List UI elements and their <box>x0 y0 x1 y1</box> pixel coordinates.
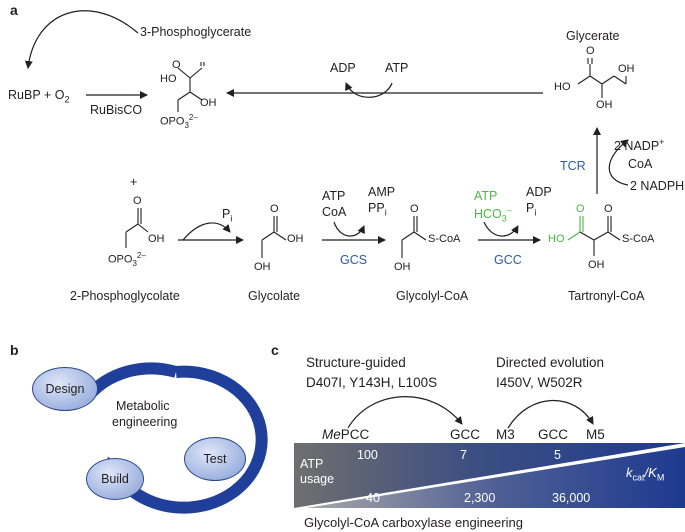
molecule-structures <box>125 58 627 258</box>
label-3-phosphoglycerate: 3-Phosphoglycerate <box>140 25 252 39</box>
atp-value-m3: 7 <box>460 448 467 462</box>
atom-o-glycolyl: O <box>410 203 419 215</box>
panel-label-a: a <box>10 2 18 18</box>
gcc-cofactor-curve <box>483 221 519 237</box>
label-m3: M3 <box>496 427 515 442</box>
atom-o-glycolate: O <box>270 203 279 215</box>
directed-evolution-arc <box>507 399 594 429</box>
label-glycerate: Glycerate <box>566 29 620 43</box>
kcat-value-m3: 2,300 <box>464 491 496 505</box>
atom-oh-pg: OH <box>148 233 165 245</box>
atom-ho-glycerate: HO <box>554 81 571 93</box>
structure-glycolyl-coa <box>401 216 427 258</box>
atom-o-tartronyl-green: O <box>576 203 585 215</box>
atp-value-mepcc: 100 <box>357 448 378 462</box>
dbtl-cycle <box>87 362 268 514</box>
atom-oh-glycerate-2: OH <box>618 63 635 75</box>
cycle-center-line1: Metabolic <box>116 399 170 413</box>
panel-a-arrows <box>24 10 629 244</box>
atom-oh-3pg: OH <box>200 97 217 109</box>
opo3-pg: OPO32– <box>108 251 146 268</box>
enzyme-gcs: GCS <box>340 253 368 267</box>
atom-oh-glycolyl: OH <box>394 261 411 273</box>
nadph-curve <box>608 139 629 186</box>
node-design: Design <box>32 367 98 411</box>
gcs-cofactor-curve <box>333 221 365 237</box>
label-mepcc: MePCC <box>322 427 370 442</box>
atom-o-tartronyl: O <box>604 203 613 215</box>
atp-usage-wedge <box>294 443 685 508</box>
label-glycolate: Glycolate <box>248 289 301 303</box>
label-kcat-km: kcat/KM <box>626 465 665 483</box>
recycle-arc-arrow <box>24 10 139 69</box>
atom-ho-tartronyl: HO <box>548 233 565 245</box>
node-build: Build <box>86 458 144 500</box>
kcat-value-m5: 36,000 <box>552 491 591 505</box>
label-structure-guided: Structure-guided <box>306 355 406 370</box>
label-gcc-adp: ADP <box>526 185 552 199</box>
atp-adp-curve <box>345 82 393 98</box>
cycle-center-line2: engineering <box>112 415 178 429</box>
label-gcc-hco3: HCO3– <box>474 205 512 224</box>
label-rubisco: RuBisCO <box>90 103 143 117</box>
caption-panel-c: Glycolyl-CoA carboxylase engineering <box>304 515 523 530</box>
label-gcc-pi: Pi <box>526 201 537 218</box>
label-gcs-atp: ATP <box>322 189 346 203</box>
enzyme-tcr: TCR <box>560 159 586 173</box>
label-mutations-de: I450V, W502R <box>496 375 583 390</box>
label-atp-usage-1: ATP <box>300 457 324 471</box>
label-gcs-coa: CoA <box>322 205 347 219</box>
label-atp: ATP <box>385 61 409 75</box>
label-atp-usage-2: usage <box>300 472 335 486</box>
atom-oh-tartronyl: OH <box>588 259 605 271</box>
label-pi-1: Pi <box>222 207 233 224</box>
atom-oh-glycolate-1: OH <box>287 233 304 245</box>
atom-o-glycerate: O <box>586 45 595 57</box>
label-mutations-sg: D407I, Y143H, L100S <box>306 375 438 390</box>
label-gcs-ppi: PPi <box>368 201 387 218</box>
pi-release-curve <box>182 222 231 241</box>
label-nadph-in: 2 NADPH <box>630 179 685 193</box>
kcat-wedge <box>306 447 685 508</box>
panel-label-b: b <box>10 342 19 358</box>
label-gcc-2: GCC <box>538 427 568 442</box>
label-gcc-atp: ATP <box>474 189 498 203</box>
scoa-glycolyl: S-CoA <box>428 233 461 245</box>
panel-label-c: c <box>271 342 279 358</box>
structure-guided-arc <box>347 396 463 429</box>
label-directed-evolution: Directed evolution <box>496 355 605 370</box>
label-glycolyl-coa: Glycolyl-CoA <box>396 289 469 303</box>
panel-c-graphics <box>294 396 685 508</box>
structure-glycerate <box>577 58 627 98</box>
label-adp: ADP <box>330 61 356 75</box>
label-rubp: RuBP + O2 <box>8 88 70 105</box>
atom-o-3pg: O <box>172 59 181 71</box>
scoa-tartronyl: S-CoA <box>622 233 655 245</box>
label-2-phosphoglycolate: 2-Phosphoglycolate <box>70 289 180 303</box>
cycle-ring <box>104 365 268 514</box>
atom-o-pg: O <box>133 195 142 207</box>
enzyme-gcc: GCC <box>494 253 522 267</box>
label-tartronyl-coa: Tartronyl-CoA <box>568 289 645 303</box>
structure-3-phosphoglycerate <box>177 62 205 112</box>
opo3-3pg: OPO32– <box>160 113 198 130</box>
atp-value-m5: 5 <box>554 448 561 462</box>
atom-ho-3pg: HO <box>160 73 177 85</box>
structure-tartronyl-coa <box>567 216 621 256</box>
label-m5: M5 <box>586 427 605 442</box>
structure-2-phosphoglycolate <box>125 208 149 248</box>
atom-oh-glycerate-1: OH <box>596 99 613 111</box>
label-gcs-amp: AMP <box>368 185 396 199</box>
plus-lower: + <box>130 175 138 189</box>
label-tcr-coa: CoA <box>628 157 653 171</box>
atom-oh-glycolate-2: OH <box>254 261 271 273</box>
structure-glycolate <box>261 216 287 258</box>
label-gcc-1: GCC <box>450 427 480 442</box>
kcat-value-mepcc: 40 <box>366 491 380 505</box>
node-test: Test <box>184 437 246 481</box>
label-nadp-out: 2 NADP+ <box>614 137 665 154</box>
